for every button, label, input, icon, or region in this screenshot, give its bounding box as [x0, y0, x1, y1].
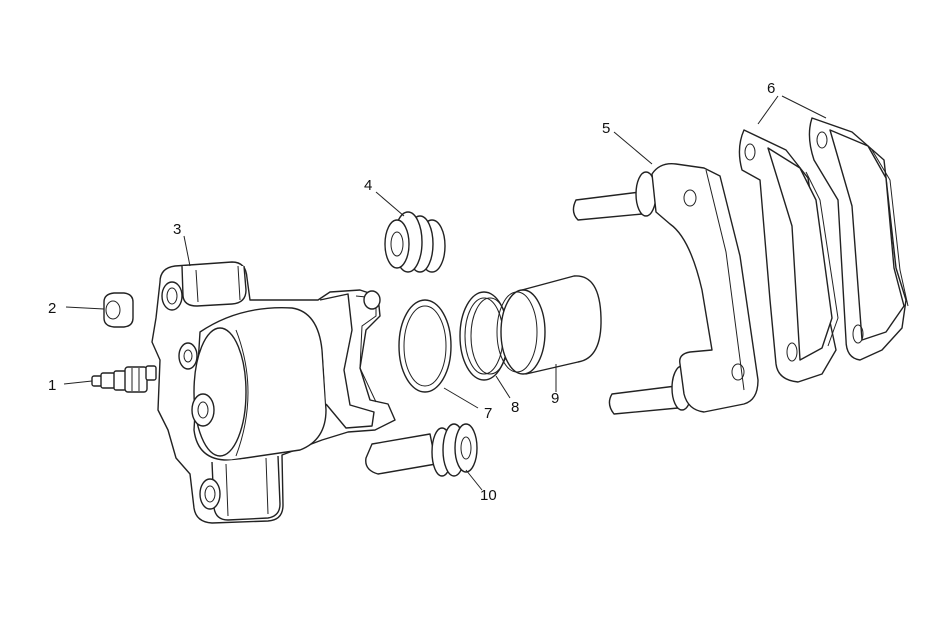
leader-3	[183, 235, 191, 267]
part-6-brake-pads	[738, 117, 909, 383]
leader-10	[465, 469, 483, 491]
part-10-slide-pin	[365, 423, 478, 477]
leader-6a	[757, 95, 779, 125]
part-9-piston	[496, 275, 602, 375]
part-2-bleed-cap	[103, 292, 134, 328]
callout-4: 4	[364, 177, 372, 194]
part-7-piston-seal	[398, 299, 452, 393]
callout-3: 3	[173, 221, 181, 238]
leader-2	[65, 306, 105, 310]
callout-labels: 1 2 3 4 5 6 7 8 9 10	[48, 80, 775, 504]
leader-7	[443, 387, 479, 409]
leader-5	[613, 131, 653, 165]
callout-9: 9	[551, 390, 559, 407]
leader-8	[495, 375, 511, 399]
leader-4	[375, 191, 405, 217]
callout-1: 1	[48, 377, 56, 394]
leader-lines	[63, 95, 827, 491]
callout-5: 5	[602, 120, 610, 137]
part-4-dust-boot	[384, 211, 446, 273]
part-1-bleed-screw	[91, 365, 157, 393]
leader-1	[63, 380, 93, 385]
callout-10: 10	[480, 487, 497, 504]
part-3-caliper-body	[151, 261, 396, 524]
callout-2: 2	[48, 300, 56, 317]
callout-7: 7	[484, 405, 492, 422]
leader-6b	[781, 95, 827, 119]
callout-8: 8	[511, 399, 519, 416]
part-5-caliper-bracket	[572, 163, 759, 415]
callout-6: 6	[767, 80, 775, 97]
